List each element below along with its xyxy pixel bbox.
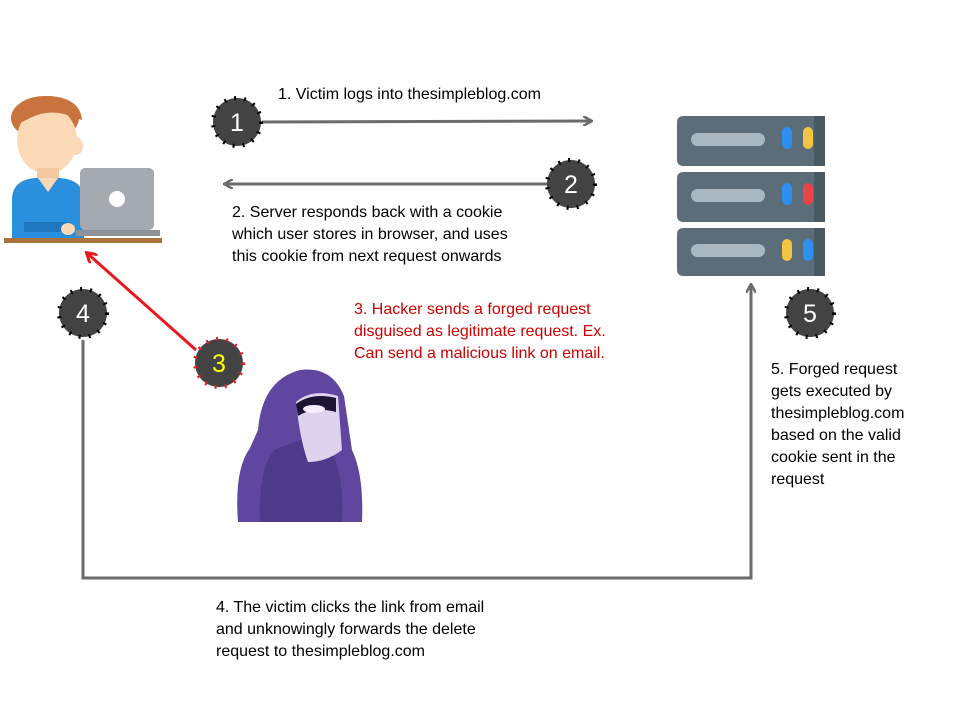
- step-3-description: 3. Hacker sends a forged request disguis…: [354, 299, 606, 365]
- step-5-description: 5. Forged request gets executed by thesi…: [771, 359, 904, 491]
- step-5-line: thesimpleblog.com: [771, 405, 905, 422]
- step-1-line: 1. Victim logs into thesimpleblog.com: [278, 86, 541, 103]
- step-4-badge: 4: [57, 287, 109, 339]
- server-rack-icon: [677, 116, 825, 276]
- step-3-number: 3: [212, 350, 226, 378]
- step-2-line: 2. Server responds back with a cookie: [232, 204, 503, 221]
- forwarded-request-arrow: [81, 286, 751, 580]
- step-4-description: 4. The victim clicks the link from email…: [216, 597, 484, 663]
- step-2-line: which user stores in browser, and uses: [232, 226, 508, 243]
- step-3-line: disguised as legitimate request. Ex.: [354, 323, 606, 340]
- step-3-badge: 3: [193, 337, 245, 389]
- step-5-line: request: [771, 471, 825, 488]
- step-5-line: based on the valid: [771, 427, 901, 444]
- step-5-number: 5: [803, 300, 817, 328]
- forged-request-arrow: [88, 254, 197, 352]
- hooded-hacker-icon: [237, 369, 363, 522]
- step-1-number: 1: [230, 109, 244, 137]
- step-2-description: 2. Server responds back with a cookie wh…: [232, 202, 508, 268]
- step-4-line: 4. The victim clicks the link from email: [216, 599, 485, 616]
- step-4-number: 4: [76, 300, 90, 328]
- step-2-number: 2: [564, 171, 578, 199]
- step-3-line: Can send a malicious link on email.: [354, 345, 605, 362]
- step-1-description: 1. Victim logs into thesimpleblog.com: [278, 84, 541, 106]
- step-5-line: gets executed by: [771, 383, 892, 400]
- step-5-line: 5. Forged request: [771, 361, 898, 378]
- step-3-line: 3. Hacker sends a forged request: [354, 301, 591, 318]
- user-at-laptop-icon: [4, 96, 162, 243]
- step-5-badge: 5: [784, 287, 836, 339]
- step-2-badge: 2: [545, 158, 597, 210]
- step-2-line: this cookie from next request onwards: [232, 248, 502, 265]
- step-4-line: request to thesimpleblog.com: [216, 643, 425, 660]
- step-1-badge: 1: [211, 96, 263, 148]
- login-arrow: [261, 121, 590, 122]
- step-4-line: and unknowingly forwards the delete: [216, 621, 476, 638]
- step-5-line: cookie sent in the: [771, 449, 896, 466]
